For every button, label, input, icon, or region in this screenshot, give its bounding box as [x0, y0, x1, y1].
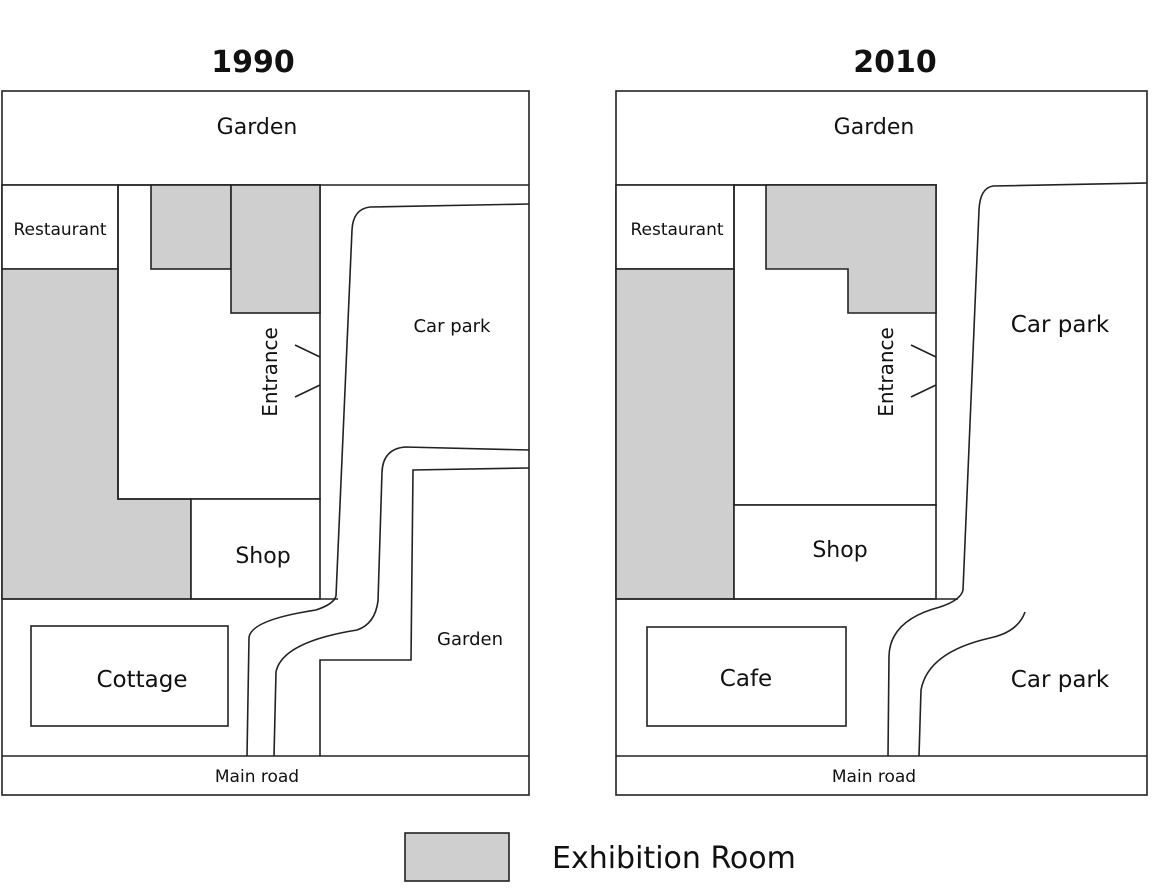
map-1990-main-road-label: Main road: [215, 767, 299, 787]
map-2010-road-edge-right: [918, 611, 1026, 757]
map-2010-restaurant: [615, 184, 735, 270]
legend: Exhibition Room: [404, 832, 796, 882]
map-2010-year: 2010: [853, 45, 937, 80]
map-2010-shop-label: Shop: [812, 538, 867, 563]
map-1990-road-edge-left: [246, 203, 530, 757]
legend-swatch: [404, 832, 510, 882]
map-1990-entrance-marker: [294, 344, 321, 398]
map-1990-road-edge-right: [273, 446, 530, 757]
map-2010-road-edge-left: [887, 182, 1148, 757]
map-2010: 2010 Garden Restaurant Entrance Shop Car…: [615, 45, 1148, 796]
map-1990-cottage-label: Cottage: [96, 667, 187, 693]
map-1990: 1990 Garden Restaurant Entrance Shop Car…: [1, 45, 530, 796]
map-1990-garden-top-label: Garden: [217, 115, 298, 140]
map-1990-restaurant: [1, 184, 119, 270]
map-1990-exhibition-room-top-b: [230, 184, 321, 314]
map-1990-shop-label: Shop: [235, 544, 290, 569]
map-2010-car-park-lower-label: Car park: [1011, 667, 1110, 693]
map-2010-entrance-marker: [910, 344, 937, 398]
map-1990-garden-right-outline: [319, 467, 530, 756]
map-1990-garden-right-label: Garden: [437, 629, 503, 650]
map-2010-cafe: [646, 626, 847, 727]
map-2010-car-park-label: Car park: [1011, 312, 1110, 338]
map-1990-shop: [190, 498, 321, 600]
map-2010-garden-top-label: Garden: [834, 115, 915, 140]
map-2010-restaurant-label: Restaurant: [630, 220, 723, 240]
map-1990-exhibition-room-top-a: [150, 184, 232, 270]
map-1990-car-park-label: Car park: [413, 316, 491, 337]
map-2010-main-road-label: Main road: [832, 767, 916, 787]
map-2010-exhibition-room-top: [765, 184, 937, 314]
map-1990-restaurant-label: Restaurant: [13, 220, 106, 240]
legend-label: Exhibition Room: [552, 841, 796, 876]
map-2010-entrance-label: Entrance: [874, 327, 898, 417]
map-2010-cafe-label: Cafe: [720, 666, 772, 692]
map-2010-shop: [733, 504, 937, 600]
map-2010-exhibition-room-left: [615, 268, 735, 600]
map-1990-year: 1990: [211, 45, 295, 80]
map-1990-cottage: [30, 625, 229, 727]
map-1990-exhibition-room-left: [1, 268, 192, 600]
map-1990-entrance-label: Entrance: [258, 327, 282, 417]
